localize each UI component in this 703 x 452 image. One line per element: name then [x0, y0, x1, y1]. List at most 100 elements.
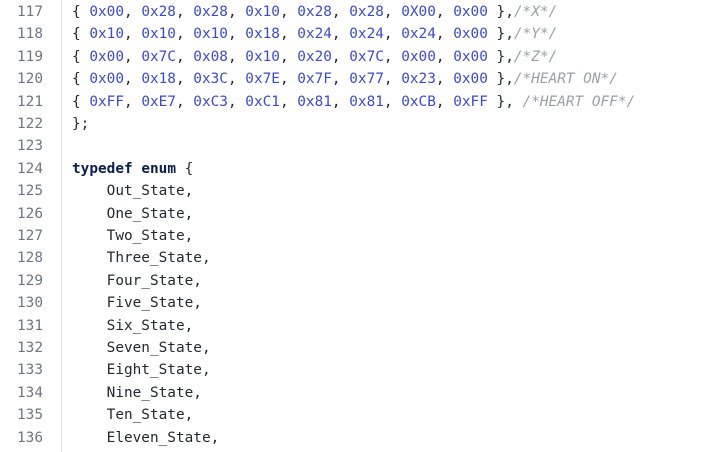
code-text: { 0x10, 0x10, 0x10, 0x18, 0x24, 0x24, 0x… [72, 23, 557, 45]
punctuation: , [193, 272, 202, 289]
punctuation: , [184, 205, 194, 222]
code-text: Eight_State, [72, 359, 211, 381]
line-number: 127 [17, 228, 43, 244]
line-number: 125 [17, 183, 43, 200]
code-line: 126 One_State, [0, 203, 703, 225]
punctuation: , [175, 48, 194, 65]
punctuation: }, [487, 93, 523, 110]
code-line: 135 Ten_State, [0, 404, 703, 426]
hex-literal: 0x10 [245, 48, 280, 65]
identifier: Nine_State [72, 384, 194, 401]
code-line: 119{ 0x00, 0x7C, 0x08, 0x10, 0x20, 0x7C,… [0, 46, 703, 68]
punctuation: , [331, 48, 350, 65]
hex-literal: 0xFF [89, 93, 124, 110]
punctuation: , [331, 26, 350, 43]
line-number: 126 [17, 205, 43, 222]
punctuation: { [72, 71, 90, 88]
hex-literal: 0x23 [401, 71, 436, 88]
hex-literal: 0xCB [401, 93, 436, 110]
punctuation: , [435, 48, 454, 65]
hex-literal: 0x10 [245, 4, 280, 20]
hex-literal: 0x77 [349, 71, 384, 88]
punctuation: , [383, 48, 402, 65]
identifier: Two_State [72, 228, 185, 244]
code-line: 120{ 0x00, 0x18, 0x3C, 0x7E, 0x7F, 0x77,… [0, 68, 703, 90]
code-line: 118{ 0x10, 0x10, 0x10, 0x18, 0x24, 0x24,… [0, 23, 703, 45]
punctuation: , [383, 4, 402, 20]
identifier: Out_State [72, 183, 185, 200]
hex-literal: 0x24 [401, 26, 436, 43]
code-text: }; [72, 113, 89, 135]
identifier: Seven_State [72, 340, 202, 356]
punctuation: , [123, 26, 142, 43]
comment: /*HEART ON*/ [513, 71, 618, 88]
hex-literal: 0xFF [453, 93, 488, 110]
hex-literal: 0x28 [349, 4, 384, 20]
punctuation: , [227, 93, 246, 110]
punctuation: , [279, 93, 298, 110]
identifier: One_State [72, 205, 185, 222]
punctuation: , [184, 183, 194, 200]
hex-literal: 0x18 [141, 71, 176, 88]
keyword: typedef [72, 160, 133, 177]
line-number: 123 [17, 138, 43, 155]
comment: /*Z*/ [513, 48, 558, 65]
code-line: 123 [0, 135, 703, 157]
identifier: Four_State [72, 272, 194, 289]
punctuation: , [184, 317, 194, 334]
punctuation: { [72, 26, 90, 43]
comment: /*HEART OFF*/ [522, 93, 636, 110]
code-line: 132 Seven_State, [0, 337, 703, 359]
punctuation: , [435, 93, 454, 110]
punctuation: , [435, 26, 454, 43]
punctuation: }, [487, 4, 514, 20]
hex-literal: 0x24 [297, 26, 332, 43]
hex-literal: 0xC3 [193, 93, 228, 110]
punctuation: , [227, 71, 246, 88]
identifier: Six_State [72, 317, 185, 334]
line-number: 135 [17, 407, 43, 424]
code-line: 117{ 0x00, 0x28, 0x28, 0x10, 0x28, 0x28,… [0, 1, 703, 23]
identifier: Eight_State [72, 362, 202, 379]
hex-literal: 0x28 [141, 4, 176, 20]
code-line: 130 Five_State, [0, 292, 703, 314]
comment: /*X*/ [513, 4, 558, 20]
line-number: 129 [17, 272, 43, 289]
identifier: Five_State [72, 295, 194, 312]
code-text: { 0x00, 0x28, 0x28, 0x10, 0x28, 0x28, 0X… [72, 1, 557, 23]
hex-literal: 0x18 [245, 26, 280, 43]
hex-literal: 0x00 [89, 4, 124, 20]
line-number-gutter [0, 0, 62, 452]
code-line: 136 Eleven_State, [0, 427, 703, 449]
hex-literal: 0x7C [349, 48, 384, 65]
keyword: enum [141, 160, 176, 177]
punctuation: , [279, 4, 298, 20]
hex-literal: 0x00 [453, 4, 488, 20]
punctuation: , [123, 93, 142, 110]
hex-literal: 0xE7 [141, 93, 176, 110]
code-line: 127 Two_State, [0, 225, 703, 247]
code-line: 131 Six_State, [0, 315, 703, 337]
hex-literal: 0x10 [193, 26, 228, 43]
line-number: 120 [17, 71, 43, 88]
code-text: Ten_State, [72, 404, 194, 426]
hex-literal: 0x00 [89, 48, 124, 65]
identifier: Ten_State [72, 407, 185, 424]
hex-literal: 0x00 [453, 71, 488, 88]
line-number: 119 [17, 48, 43, 65]
punctuation: }; [72, 116, 90, 132]
line-number: 122 [17, 116, 43, 132]
punctuation: { [175, 160, 194, 177]
punctuation: { [72, 48, 90, 65]
line-number: 134 [17, 384, 43, 401]
punctuation: , [331, 71, 350, 88]
punctuation: , [201, 340, 211, 356]
code-line: 133 Eight_State, [0, 359, 703, 381]
punctuation: , [383, 71, 402, 88]
punctuation: , [193, 295, 202, 312]
code-text: Four_State, [72, 270, 202, 292]
hex-literal: 0x00 [453, 48, 488, 65]
hex-literal: 0X00 [401, 4, 436, 20]
line-number: 136 [17, 429, 43, 446]
